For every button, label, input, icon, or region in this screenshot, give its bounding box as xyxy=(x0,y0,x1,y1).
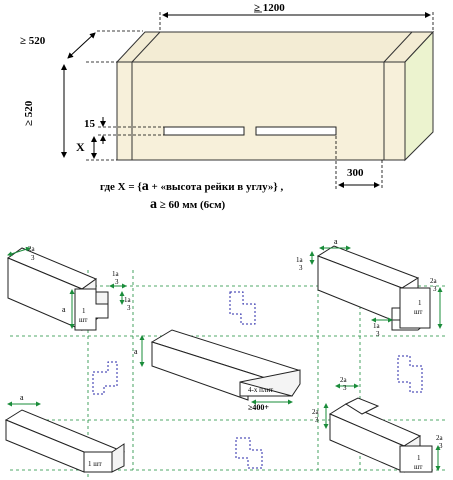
svg-text:1 шт: 1 шт xyxy=(88,460,102,468)
height-label: ≥ 520 xyxy=(23,100,35,126)
x-label: X xyxy=(76,140,85,154)
svg-text:1: 1 xyxy=(418,299,422,307)
profile-bottom-right xyxy=(328,397,433,473)
length-label: ≥ 1200 xyxy=(254,2,285,14)
svg-text:3: 3 xyxy=(31,254,35,262)
offset-label: 300 xyxy=(347,167,364,179)
svg-text:3: 3 xyxy=(315,416,319,424)
svg-text:2а: 2а xyxy=(340,376,348,384)
svg-text:3: 3 xyxy=(343,384,347,392)
svg-text:2а: 2а xyxy=(436,434,444,442)
svg-text:шт: шт xyxy=(79,316,87,324)
svg-text:1: 1 xyxy=(417,454,421,462)
svg-text:2а: 2а xyxy=(312,408,320,416)
rail-slot-left xyxy=(163,126,245,136)
svg-text:шт: шт xyxy=(414,308,422,316)
profile-center xyxy=(150,329,301,401)
joint-outlines xyxy=(92,291,423,469)
svg-text:1а: 1а xyxy=(112,270,120,278)
block-top-face xyxy=(115,31,435,63)
svg-text:≥400+: ≥400+ xyxy=(248,403,269,412)
depth-label: ≥ 520 xyxy=(20,35,46,47)
profile-bottom-left xyxy=(4,409,126,473)
green-dimensions xyxy=(7,245,443,471)
formula-line-2: а ≥ 60 мм (6см) xyxy=(150,197,226,212)
svg-text:1а: 1а xyxy=(124,296,132,304)
svg-text:≥ 1200: ≥ 1200 xyxy=(254,2,285,14)
svg-text:3: 3 xyxy=(433,285,437,293)
profile-top-left xyxy=(6,247,109,331)
profile-dimension-labels: 2а 3 1а 3 1а 3 а а 1а 3 2а 3 1а 3 а а 2а… xyxy=(20,237,444,450)
svg-text:1: 1 xyxy=(82,307,86,315)
svg-text:1а: 1а xyxy=(373,322,381,330)
svg-text:3: 3 xyxy=(115,278,119,286)
rail-slot-right xyxy=(255,126,337,136)
svg-text:а: а xyxy=(134,347,138,356)
svg-text:3: 3 xyxy=(376,330,380,338)
svg-text:а: а xyxy=(20,393,24,402)
svg-text:3: 3 xyxy=(127,304,131,312)
depth-dimension xyxy=(67,32,96,59)
svg-text:1а: 1а xyxy=(296,256,304,264)
block-front-face xyxy=(116,61,406,161)
svg-text:а: а xyxy=(62,305,66,314)
svg-text:3: 3 xyxy=(299,264,303,272)
slot-height-label: 15 xyxy=(84,118,96,130)
stacked-block-drawing xyxy=(61,12,435,190)
svg-text:2а: 2а xyxy=(28,245,36,253)
svg-text:шт: шт xyxy=(414,463,422,471)
svg-text:2а: 2а xyxy=(430,277,438,285)
formula-line-1: где X = {а + «высота рейки в углу»} , xyxy=(100,179,283,194)
svg-text:4-х плит: 4-х плит xyxy=(248,386,273,394)
svg-text:а: а xyxy=(334,237,338,246)
svg-text:3: 3 xyxy=(439,442,443,450)
profile-top-right xyxy=(316,245,431,331)
